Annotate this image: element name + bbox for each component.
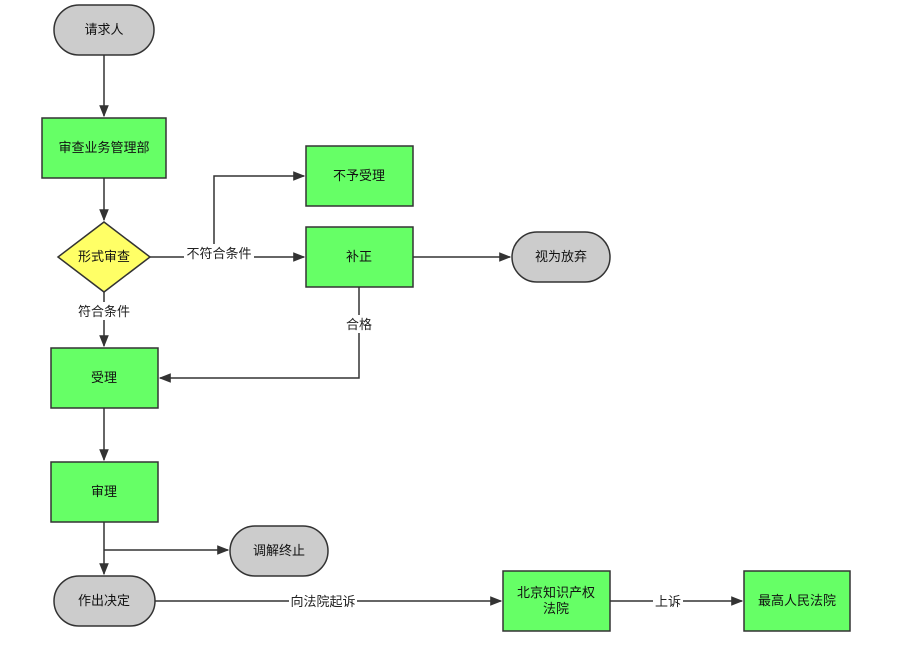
edge-label-appeal: 上诉 bbox=[655, 595, 681, 610]
edge-labels: 不符合条件 符合条件 合格 向法院起诉 上诉 bbox=[76, 244, 683, 610]
node-mediation-end: 调解终止 bbox=[229, 525, 329, 577]
node-accepted: 受理 bbox=[50, 347, 159, 409]
edge-label-sue: 向法院起诉 bbox=[290, 594, 355, 610]
node-decision: 作出决定 bbox=[53, 575, 156, 627]
node-not-accepted-label: 不予受理 bbox=[333, 169, 385, 184]
edge-label-qualified: 符合条件 bbox=[78, 304, 130, 320]
node-accepted-label: 受理 bbox=[91, 371, 117, 386]
node-beijing-ip-court-label-line2: 法院 bbox=[543, 602, 569, 617]
node-mediation-end-label: 调解终止 bbox=[253, 543, 305, 559]
node-decision-label: 作出决定 bbox=[78, 594, 130, 609]
node-review-dept: 审查业务管理部 bbox=[41, 117, 167, 179]
edge-review-to-not-accepted bbox=[213, 171, 306, 257]
node-review-dept-label: 审查业务管理部 bbox=[58, 140, 149, 156]
node-supreme-court-label: 最高人民法院 bbox=[758, 593, 836, 609]
edge-correction-to-accepted bbox=[158, 287, 360, 383]
node-formal-review-label: 形式审查 bbox=[78, 250, 130, 265]
node-requester-label: 请求人 bbox=[84, 23, 123, 38]
node-trial: 审理 bbox=[50, 461, 159, 523]
edge-label-not-qualified: 不符合条件 bbox=[186, 246, 251, 262]
node-deemed-waived-label: 视为放弃 bbox=[535, 250, 587, 265]
node-correction-label: 补正 bbox=[346, 250, 372, 265]
node-trial-label: 审理 bbox=[91, 485, 117, 500]
node-correction: 补正 bbox=[305, 226, 414, 288]
node-formal-review: 形式审查 bbox=[56, 221, 152, 293]
node-supreme-court: 最高人民法院 bbox=[743, 570, 851, 632]
node-requester: 请求人 bbox=[53, 4, 155, 56]
edges bbox=[99, 55, 744, 606]
node-beijing-ip-court: 北京知识产权 法院 bbox=[502, 570, 611, 632]
edge-label-passed: 合格 bbox=[346, 317, 372, 333]
node-not-accepted: 不予受理 bbox=[305, 145, 414, 207]
node-beijing-ip-court-label-line1: 北京知识产权 bbox=[517, 585, 595, 601]
node-deemed-waived: 视为放弃 bbox=[511, 231, 611, 283]
